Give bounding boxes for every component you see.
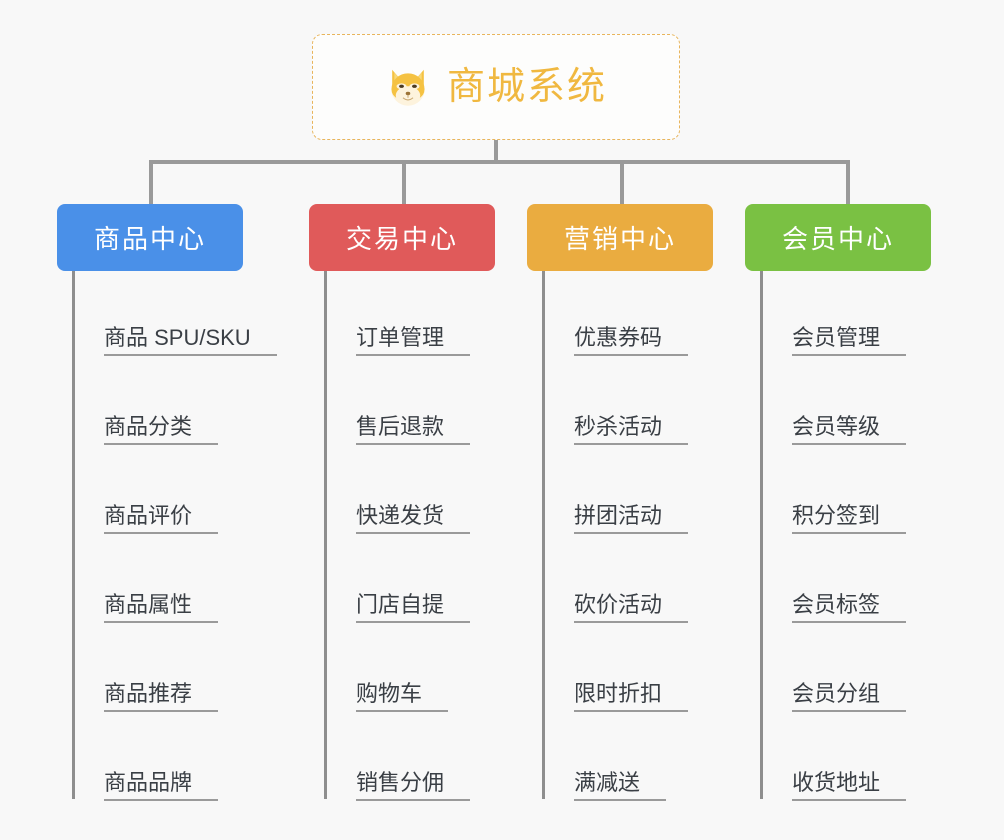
leaf-label: 砍价活动 — [574, 592, 689, 623]
leaf-label: 优惠券码 — [574, 325, 689, 356]
leaf-label: 满减送 — [574, 770, 667, 801]
leaf-list-2: 订单管理 售后退款 快递发货 门店自提 购物车 销售分佣 — [324, 271, 550, 806]
leaf-label: 会员分组 — [792, 681, 907, 712]
leaf-list-1: 商品 SPU/SKU 商品分类 商品评价 商品属性 商品推荐 商品品牌 — [72, 271, 298, 806]
shiba-inu-icon — [391, 69, 425, 106]
trunk-line-3 — [542, 271, 545, 799]
leaf-label: 售后退款 — [356, 414, 471, 445]
drop-connector-3 — [620, 160, 624, 206]
list-item[interactable]: 拼团活动 — [542, 450, 768, 539]
leaf-label: 商品推荐 — [104, 681, 219, 712]
leaf-label: 秒杀活动 — [574, 414, 689, 445]
list-item[interactable]: 优惠券码 — [542, 271, 768, 361]
leaf-label: 订单管理 — [356, 325, 471, 356]
category-header-4[interactable]: 会员中心 — [745, 204, 931, 271]
list-item[interactable]: 会员管理 — [760, 271, 986, 361]
list-item[interactable]: 商品分类 — [72, 361, 298, 450]
list-item[interactable]: 会员分组 — [760, 628, 986, 717]
list-item[interactable]: 会员标签 — [760, 539, 986, 628]
leaf-label: 门店自提 — [356, 592, 471, 623]
category-header-3[interactable]: 营销中心 — [527, 204, 713, 271]
trunk-line-4 — [760, 271, 763, 799]
root-node[interactable]: 商城系统 — [312, 34, 680, 140]
list-item[interactable]: 商品品牌 — [72, 717, 298, 806]
list-item[interactable]: 满减送 — [542, 717, 768, 806]
category-header-1[interactable]: 商品中心 — [57, 204, 243, 271]
leaf-label: 会员管理 — [792, 325, 907, 356]
leaf-label: 积分签到 — [792, 503, 907, 534]
leaf-list-4: 会员管理 会员等级 积分签到 会员标签 会员分组 收货地址 — [760, 271, 986, 806]
list-item[interactable]: 秒杀活动 — [542, 361, 768, 450]
list-item[interactable]: 商品评价 — [72, 450, 298, 539]
list-item[interactable]: 商品属性 — [72, 539, 298, 628]
trunk-line-1 — [72, 271, 75, 799]
leaf-label: 销售分佣 — [356, 770, 471, 801]
leaf-label: 会员标签 — [792, 592, 907, 623]
category-column-3: 营销中心 优惠券码 秒杀活动 拼团活动 砍价活动 限时折扣 满减送 — [527, 204, 767, 801]
list-item[interactable]: 商品推荐 — [72, 628, 298, 717]
list-item[interactable]: 商品 SPU/SKU — [72, 271, 298, 361]
list-item[interactable]: 会员等级 — [760, 361, 986, 450]
list-item[interactable]: 销售分佣 — [324, 717, 550, 806]
list-item[interactable]: 限时折扣 — [542, 628, 768, 717]
leaf-label: 限时折扣 — [574, 681, 689, 712]
list-item[interactable]: 积分签到 — [760, 450, 986, 539]
list-item[interactable]: 收货地址 — [760, 717, 986, 806]
root-title: 商城系统 — [446, 66, 607, 108]
list-item[interactable]: 门店自提 — [324, 539, 550, 628]
leaf-label: 商品分类 — [104, 414, 219, 445]
leaf-label: 拼团活动 — [574, 503, 689, 534]
leaf-list-3: 优惠券码 秒杀活动 拼团活动 砍价活动 限时折扣 满减送 — [542, 271, 768, 806]
leaf-label: 商品品牌 — [104, 770, 219, 801]
drop-connector-1 — [149, 160, 153, 206]
category-column-2: 交易中心 订单管理 售后退款 快递发货 门店自提 购物车 销售分佣 — [309, 204, 549, 801]
leaf-label: 快递发货 — [356, 503, 471, 534]
drop-connector-4 — [846, 160, 850, 206]
root-stem-connector — [494, 140, 498, 163]
drop-connector-2 — [402, 160, 406, 206]
category-column-1: 商品中心 商品 SPU/SKU 商品分类 商品评价 商品属性 商品推荐 商品品牌 — [57, 204, 297, 801]
list-item[interactable]: 售后退款 — [324, 361, 550, 450]
category-column-4: 会员中心 会员管理 会员等级 积分签到 会员标签 会员分组 收货地址 — [745, 204, 985, 801]
leaf-label: 商品属性 — [104, 592, 219, 623]
leaf-label: 商品评价 — [104, 503, 219, 534]
trunk-line-2 — [324, 271, 327, 799]
leaf-label: 会员等级 — [792, 414, 907, 445]
list-item[interactable]: 快递发货 — [324, 450, 550, 539]
leaf-label: 收货地址 — [792, 770, 907, 801]
list-item[interactable]: 购物车 — [324, 628, 550, 717]
leaf-label: 商品 SPU/SKU — [104, 325, 277, 356]
horizontal-bus-connector — [150, 160, 850, 164]
list-item[interactable]: 砍价活动 — [542, 539, 768, 628]
category-header-2[interactable]: 交易中心 — [309, 204, 495, 271]
leaf-label: 购物车 — [356, 681, 449, 712]
list-item[interactable]: 订单管理 — [324, 271, 550, 361]
